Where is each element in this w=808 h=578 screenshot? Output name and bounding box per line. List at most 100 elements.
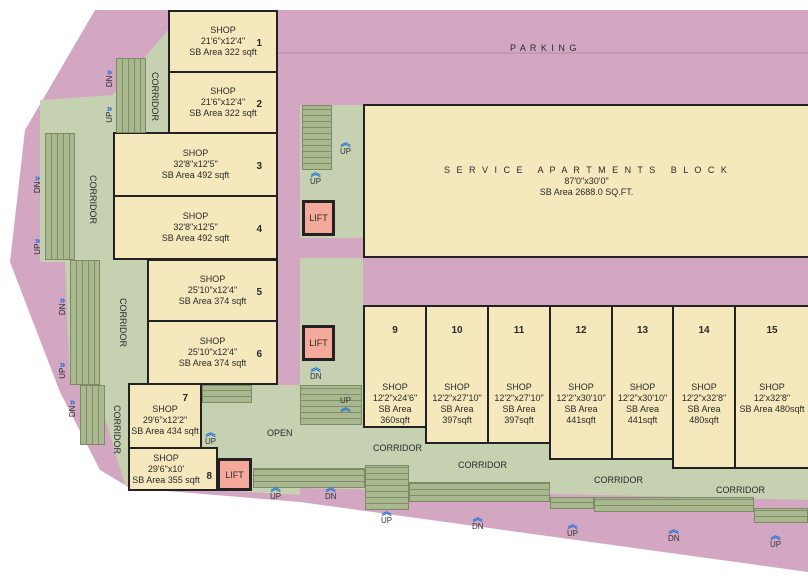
shop-area: SB Area 360sqft — [378, 404, 412, 425]
corridor-label: CORRIDOR — [373, 443, 422, 453]
stair-dn-marker: DN» — [58, 295, 67, 316]
shop-label: SHOP — [759, 382, 785, 392]
staircase — [202, 385, 252, 403]
staircase — [365, 465, 409, 510]
shop-size: 12'2"x27'10" — [494, 393, 544, 403]
staircase — [70, 260, 100, 385]
corridor-label: CORRIDOR — [150, 72, 160, 121]
shop-label: SHOP — [691, 382, 717, 392]
staircase — [550, 497, 594, 509]
arrow-icon: » — [69, 397, 76, 409]
shop-number: 6 — [256, 349, 262, 360]
shop-size: 32'8"x12'5" — [173, 222, 218, 232]
stair-dn-marker: DN» — [33, 173, 42, 194]
shop-area: SB Area 322 sqft — [189, 47, 257, 57]
shop-size: 25'10"x12'4" — [187, 285, 238, 295]
shop-number: 15 — [766, 325, 778, 336]
shop-size: 21'6"x12'4" — [200, 97, 246, 107]
shop-label: SHOP — [629, 382, 656, 392]
arrow-icon: ︽ — [770, 531, 781, 542]
shop-label: SHOP — [182, 211, 209, 221]
shop-number: 2 — [256, 99, 262, 110]
arrow-icon: ︽ — [381, 507, 392, 518]
shop-number: 9 — [392, 325, 398, 336]
staircase — [409, 482, 550, 502]
shop-number: 4 — [256, 224, 262, 235]
shop-area: SB Area 492 sqft — [161, 233, 230, 243]
stair-up-marker: ︽UP — [381, 507, 393, 525]
stair-dn-marker: ︽DN — [668, 525, 680, 543]
corridor-label: CORRIDOR — [594, 475, 643, 485]
shop-number: 1 — [256, 38, 262, 49]
stair-up-marker: ︽UP — [310, 168, 322, 186]
lift: LIFT — [217, 458, 252, 491]
shop-label: SHOP — [153, 452, 179, 463]
arrow-icon: » — [106, 103, 113, 115]
stair-up-marker: ︽UP — [340, 138, 352, 156]
lift: LIFT — [302, 325, 335, 361]
stair-up-marker: UP» — [105, 103, 114, 123]
stair-dn-marker: ︽DN — [310, 363, 322, 381]
shop-size: 12'2"x32'8" — [681, 393, 727, 403]
shop-size: 29'6"x10' — [147, 463, 185, 474]
shop-number: 11 — [513, 325, 525, 336]
staircase — [754, 508, 808, 523]
service-block-size: 87'0"x30'0" — [564, 175, 609, 186]
service-block-area: SB Area 2688.0 SQ.FT. — [539, 186, 634, 197]
shop-size: 12'2"x30'10" — [556, 393, 606, 403]
staircase — [302, 105, 332, 170]
stair-up-marker: ︽UP — [770, 531, 782, 549]
shop-size: 12'2"x24'6" — [372, 393, 418, 403]
stair-dn-marker: DN» — [105, 67, 114, 88]
shop-size: 12'x32'8" — [753, 393, 791, 403]
shop-label: SHOP — [568, 382, 594, 392]
staircase — [253, 468, 365, 488]
shop-area: SB Area 480sqft — [739, 404, 805, 414]
corridor-label: CORRIDOR — [88, 175, 98, 224]
arrow-icon: » — [59, 295, 66, 307]
shop-size: 12'2"x30'10" — [617, 393, 668, 403]
corridor-label: CORRIDOR — [118, 298, 128, 347]
shop-label: SHOP — [210, 25, 236, 35]
stair-up-marker: ︽UP — [567, 520, 579, 538]
stair-dn-marker: ︽DN — [325, 483, 337, 501]
shop-label: SHOP — [444, 382, 470, 392]
shop-label: SHOP — [199, 336, 226, 346]
shop-area: SB Area 434 sqft — [131, 425, 199, 436]
shop-label: SHOP — [199, 274, 226, 284]
staircase — [45, 133, 75, 260]
shop-number: 7 — [182, 393, 188, 404]
service-apartments-block[interactable]: S E R V I C E A P A R T M E N T S B L O … — [363, 104, 808, 258]
corridor-label: CORRIDOR — [112, 405, 122, 454]
stair-dn-marker: DN» — [68, 397, 77, 418]
shop-number: 10 — [451, 325, 463, 336]
shop-area: SB Area 374 sqft — [178, 296, 247, 306]
shop-area: SB Area 397sqft — [440, 404, 474, 425]
arrow-icon: ︽ — [205, 428, 216, 439]
arrow-icon: » — [34, 173, 41, 185]
arrow-icon: ︽ — [270, 483, 281, 494]
shop-number: 5 — [256, 287, 262, 298]
shop-size: 29'6"x12'2" — [142, 414, 188, 425]
shop-label: SHOP — [210, 86, 236, 96]
stair-dn-marker: ︽DN — [472, 513, 484, 531]
service-block-title: S E R V I C E A P A R T M E N T S B L O … — [444, 164, 729, 175]
shop-area: SB Area 374 sqft — [178, 358, 247, 368]
shop-label: SHOP — [506, 382, 532, 392]
shop-number: 8 — [206, 471, 212, 482]
